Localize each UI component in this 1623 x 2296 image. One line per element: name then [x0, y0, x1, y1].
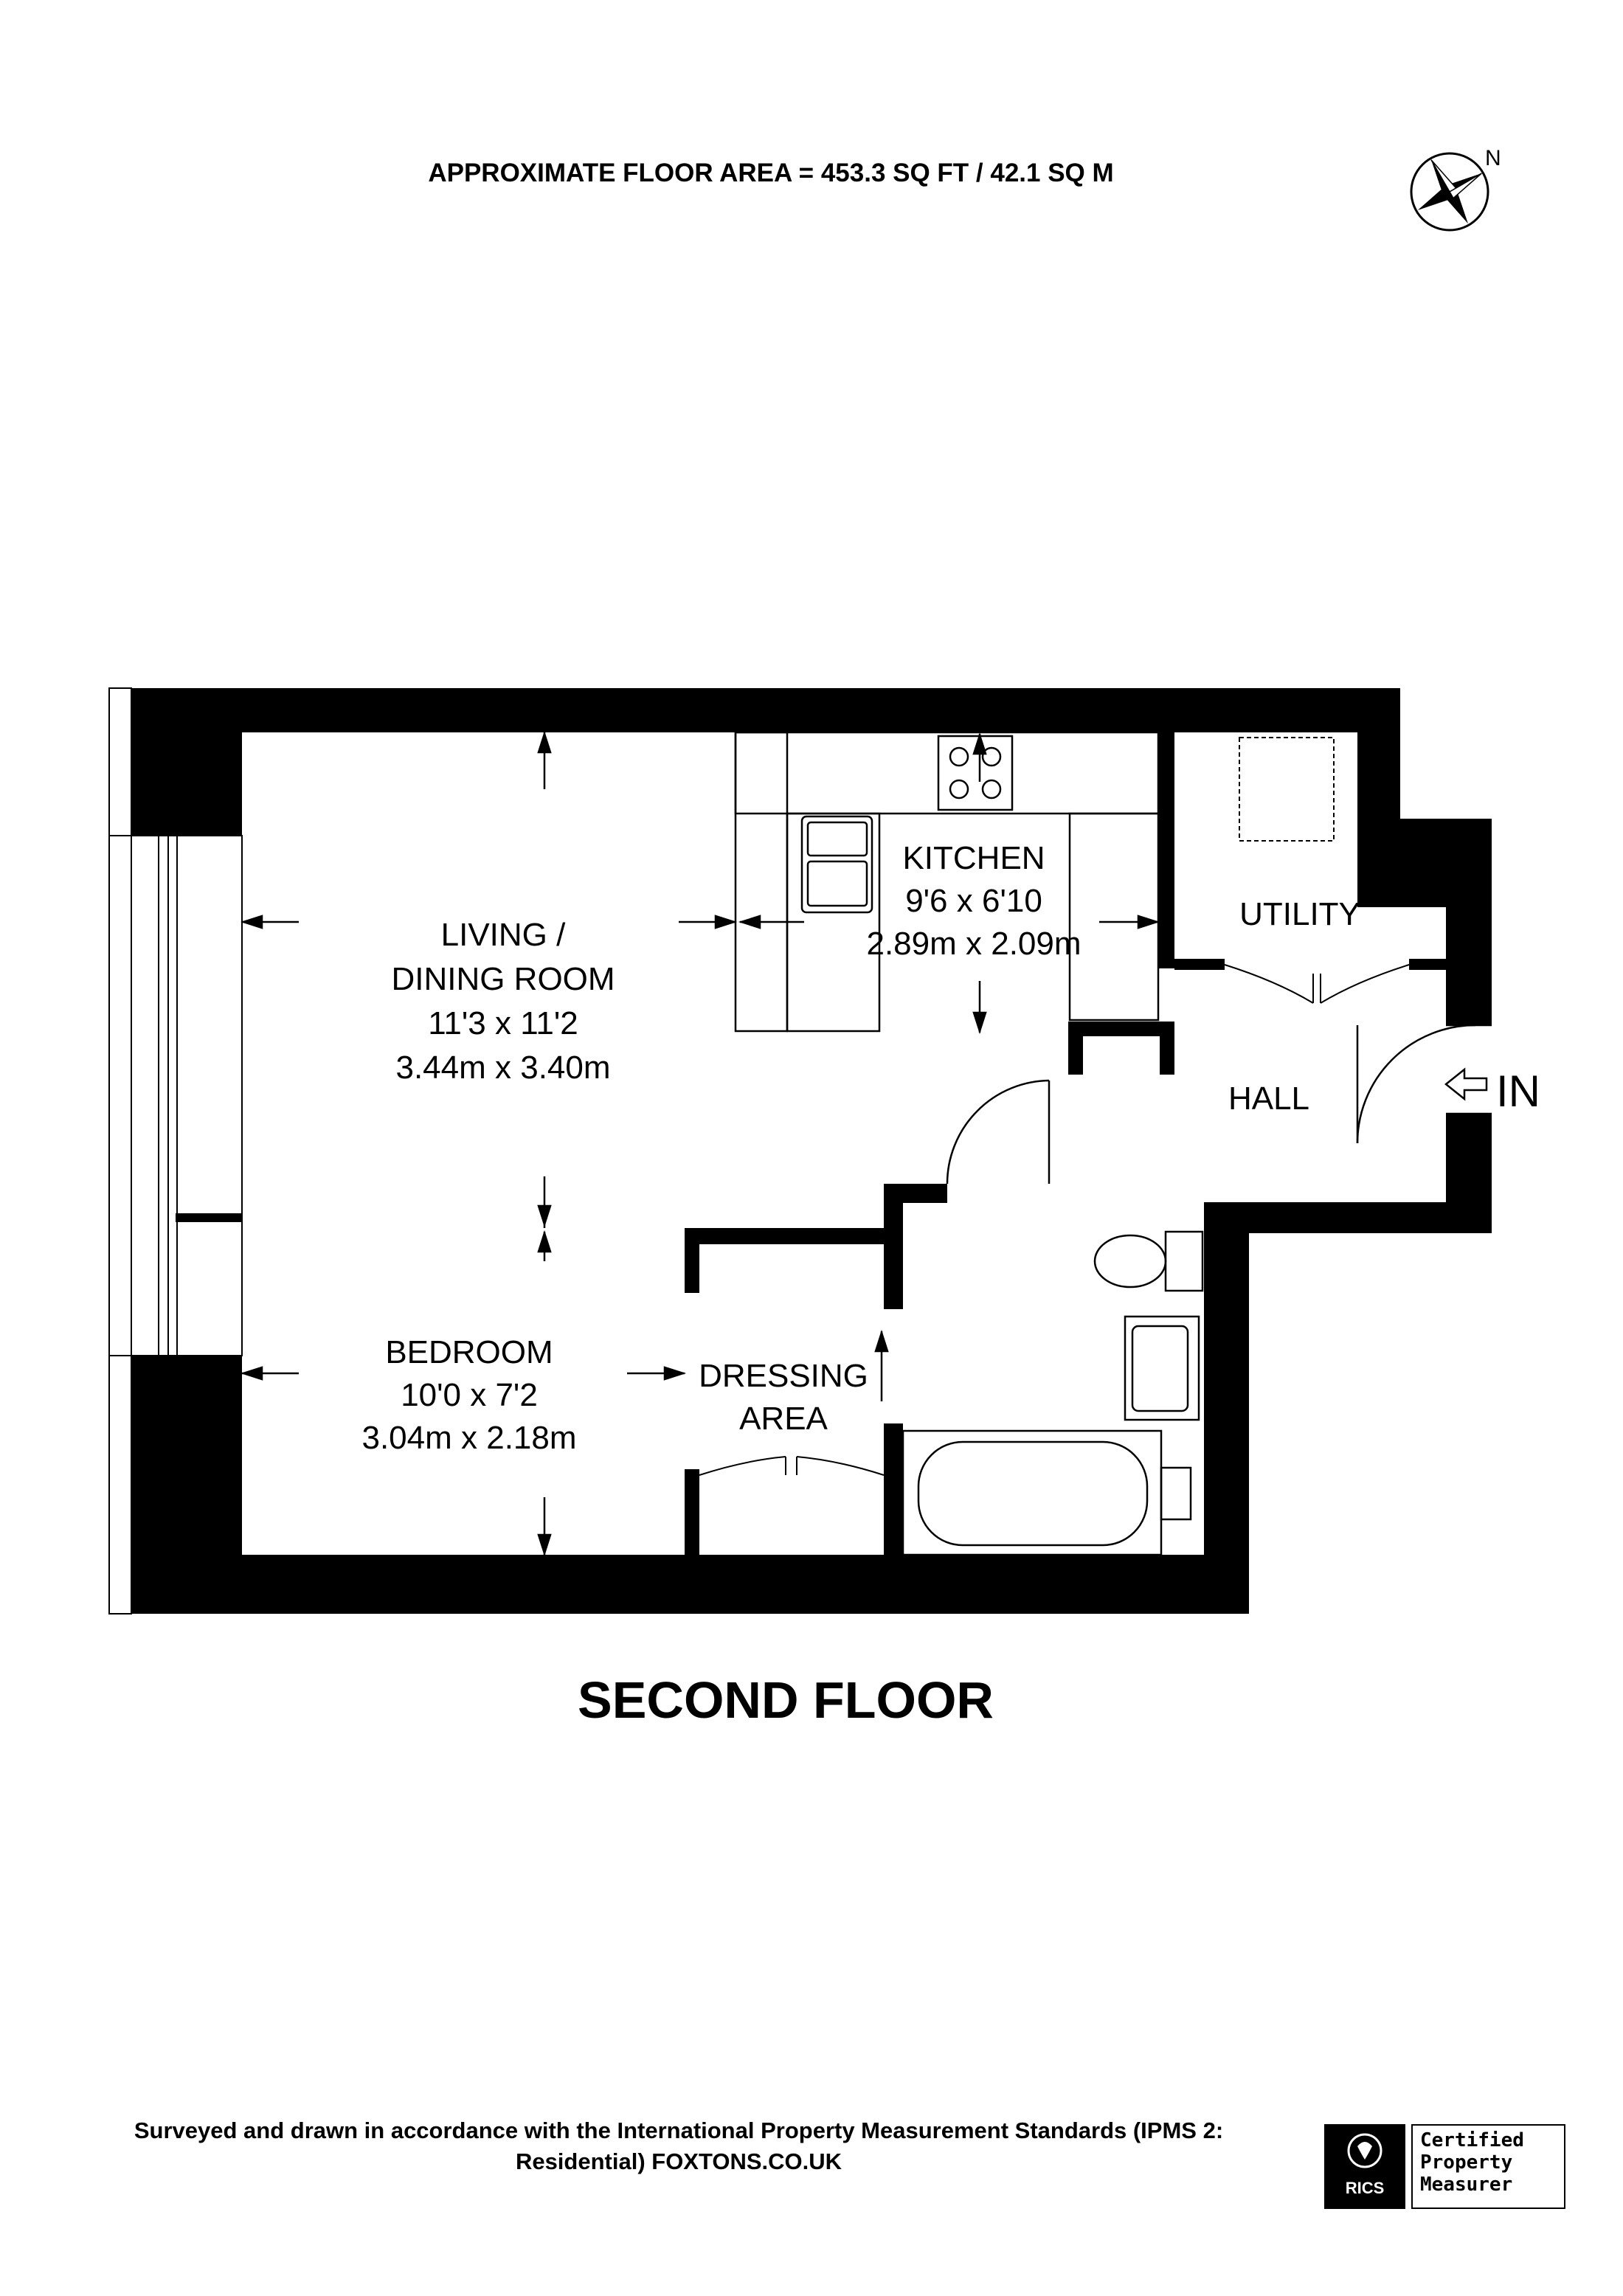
bathroom-door: [946, 1079, 1051, 1185]
living-room-name-1: LIVING /: [441, 917, 566, 953]
front-door: [1356, 1024, 1492, 1144]
kitchen-units: [734, 731, 1160, 1033]
utility-door: [1224, 964, 1410, 1004]
floor-title: SECOND FLOOR: [0, 1671, 1623, 1730]
survey-statement-line-2: Residential) FOXTONS.CO.UK: [515, 2148, 842, 2174]
rics-logo: RICS: [1324, 2124, 1405, 2209]
rics-line-3: Measurer: [1420, 2174, 1513, 2196]
bedroom-metric: 3.04m x 2.18m: [361, 1420, 576, 1456]
rics-lion-icon: [1347, 2133, 1383, 2168]
rics-certified-box: Certified Property Measurer: [1411, 2124, 1565, 2209]
dressing-name-2: AREA: [739, 1401, 828, 1437]
kitchen-metric: 2.89m x 2.09m: [866, 926, 1081, 962]
washer-icon: [1239, 737, 1335, 842]
utility-name: UTILITY: [1239, 896, 1360, 932]
rics-badge: RICS Certified Property Measurer: [1324, 2124, 1568, 2209]
wardrobe-doors: [699, 1456, 885, 1476]
walls: [131, 688, 1492, 1614]
living-room-imperial: 11'3 x 11'2: [428, 1005, 578, 1041]
bedroom-name: BEDROOM: [385, 1334, 553, 1370]
entrance-arrow-icon: [1444, 1067, 1488, 1101]
bedroom-imperial: 10'0 x 7'2: [401, 1377, 538, 1413]
hall-name: HALL: [1228, 1081, 1309, 1117]
floor-area-text: APPROXIMATE FLOOR AREA = 453.3 SQ FT / 4…: [428, 159, 1114, 187]
kitchen-imperial: 9'6 x 6'10: [905, 883, 1042, 919]
living-room-metric: 3.44m x 3.40m: [395, 1050, 610, 1086]
dressing-name-1: DRESSING: [699, 1358, 868, 1394]
survey-statement: Surveyed and drawn in accordance with th…: [44, 2115, 1313, 2177]
floor-title-text: SECOND FLOOR: [578, 1671, 994, 1729]
sink-icon: [800, 815, 873, 914]
window: [108, 687, 243, 1615]
compass-north-label: N: [1485, 148, 1501, 170]
entrance-label: IN: [1496, 1067, 1540, 1116]
dimension-arrows: [240, 730, 1160, 1557]
rics-line-2: Property: [1420, 2151, 1513, 2174]
kitchen-name: KITCHEN: [902, 840, 1045, 876]
basin-icon: [1124, 1315, 1200, 1421]
bath-icon: [887, 1423, 1192, 1556]
rics-wordmark: RICS: [1345, 2179, 1385, 2197]
hob-icon: [937, 735, 1014, 811]
living-room-name-2: DINING ROOM: [391, 961, 615, 997]
survey-statement-line-1: Surveyed and drawn in accordance with th…: [134, 2118, 1224, 2143]
floor-area-heading: APPROXIMATE FLOOR AREA = 453.3 SQ FT / 4…: [0, 159, 1623, 188]
rics-line-1: Certified: [1420, 2129, 1524, 2151]
compass-icon: N: [1410, 148, 1501, 232]
toilet-icon: [1093, 1230, 1204, 1292]
